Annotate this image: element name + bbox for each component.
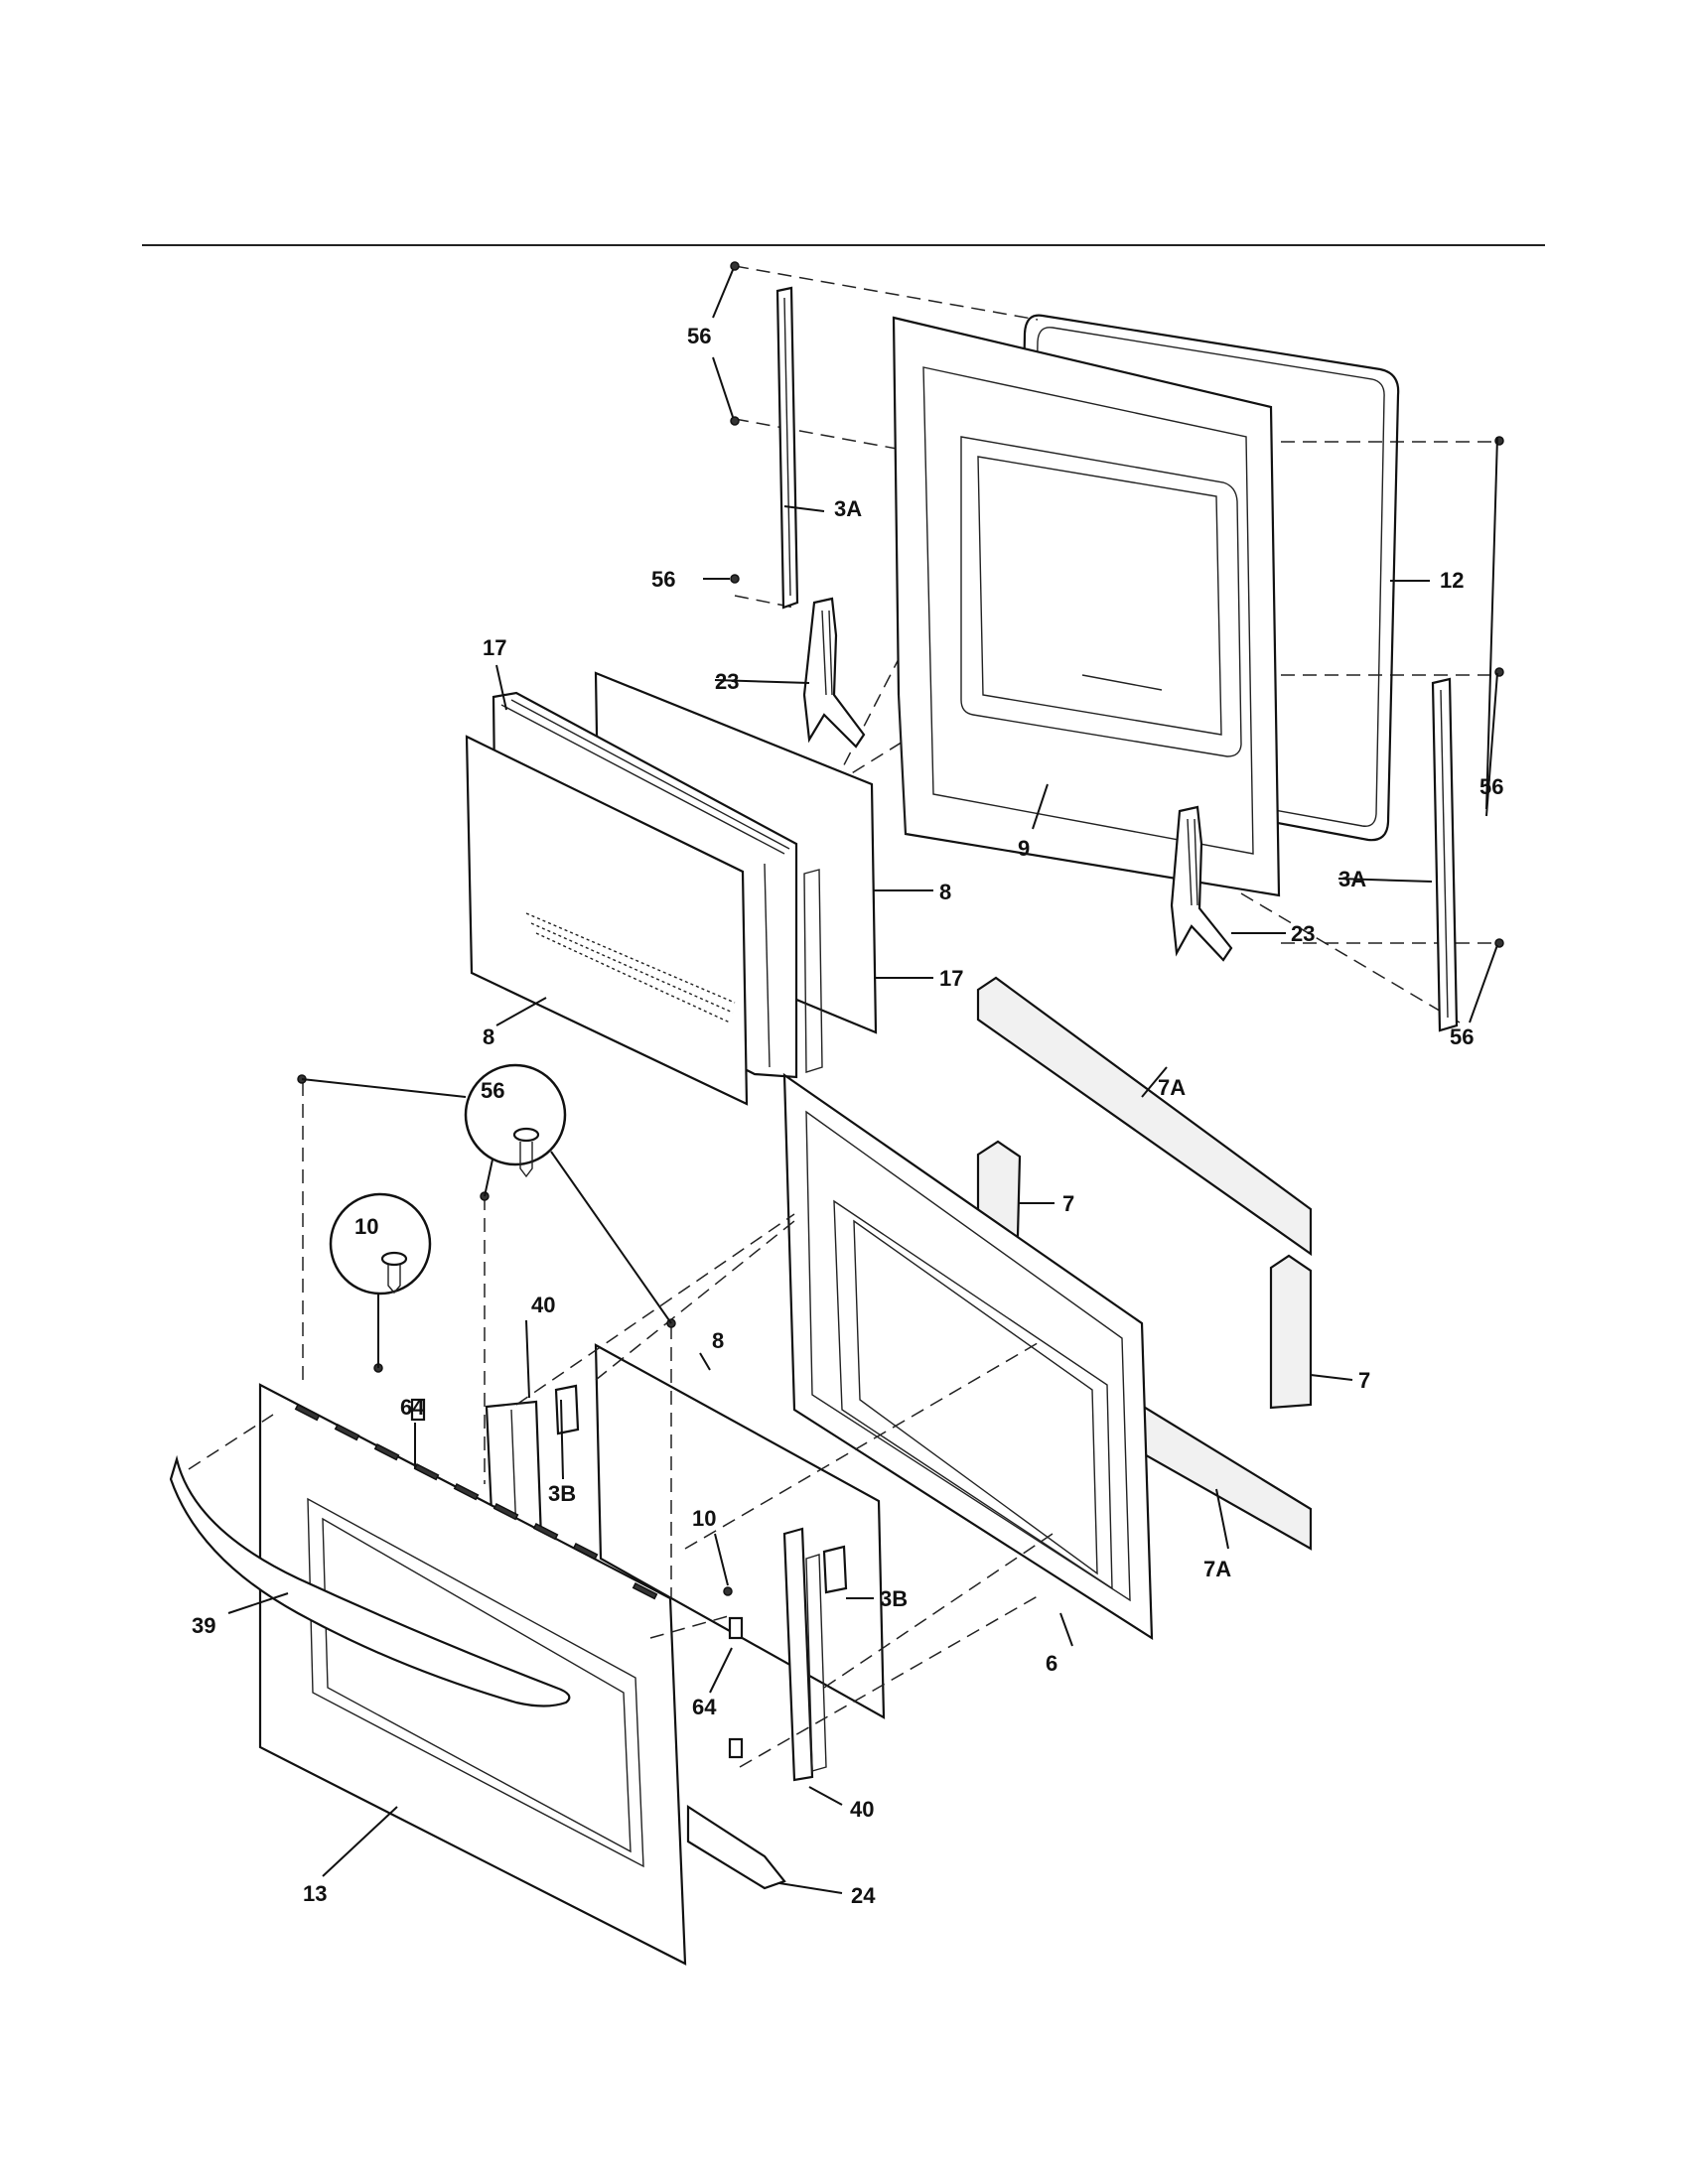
leader-lines [227, 269, 1498, 1894]
callout-12: 12 [1440, 568, 1464, 593]
insulation-7a-top [976, 976, 1313, 1257]
callout-7: 7 [1062, 1191, 1074, 1216]
callout-9: 9 [1018, 836, 1030, 861]
spacer-64-bottom [728, 1616, 744, 1759]
callout-7: 7 [1358, 1368, 1370, 1393]
spacer-64-top [410, 1398, 426, 1422]
callout-13: 13 [303, 1881, 327, 1906]
callout-23: 23 [715, 669, 739, 694]
clip-3b-left [554, 1384, 580, 1435]
clip-3b-right [822, 1545, 848, 1594]
hinge-receptacle-24 [686, 1804, 786, 1890]
callout-3b: 3B [548, 1481, 576, 1506]
callout-40: 40 [531, 1293, 555, 1317]
callout-3a: 3A [1338, 867, 1366, 891]
glass-panel-8-front [465, 735, 749, 1106]
vent-slots [294, 1403, 658, 1600]
callout-17: 17 [483, 635, 506, 660]
callout-7a: 7A [1158, 1075, 1186, 1100]
alignment-lines-lower [188, 1082, 1054, 1768]
callout-56: 56 [481, 1078, 504, 1103]
insulation-7-vertical-right [1269, 1254, 1313, 1410]
callout-8: 8 [939, 880, 951, 904]
callout-8: 8 [712, 1328, 724, 1353]
callout-6: 6 [1046, 1651, 1057, 1676]
hinge-strip-3a-right [1431, 677, 1459, 1032]
callout-17: 17 [939, 966, 963, 991]
detail-circle-56 [301, 1063, 672, 1324]
hinge-strip-3a-left [775, 286, 799, 610]
gasket-frame-12 [1015, 314, 1400, 842]
callout-8: 8 [483, 1024, 494, 1049]
callout-56: 56 [687, 324, 711, 348]
door-hinge-23-right [1170, 805, 1233, 962]
inner-door-panel-9 [892, 316, 1281, 897]
callout-56: 56 [651, 567, 675, 592]
callout-56: 56 [1479, 774, 1503, 799]
door-handle-39 [169, 1454, 571, 1707]
callout-labels: 56 3A 56 12 17 23 9 8 17 3A 56 23 8 56 7… [192, 324, 1503, 1908]
inner-door-6 [782, 1072, 1154, 1641]
callout-3b: 3B [880, 1586, 908, 1611]
callout-23: 23 [1291, 921, 1315, 946]
callout-24: 24 [851, 1883, 876, 1908]
callout-10: 10 [692, 1506, 716, 1531]
glass-panel-8-lower [594, 1343, 886, 1719]
callout-39: 39 [192, 1613, 215, 1638]
callout-10: 10 [354, 1214, 378, 1239]
callout-64: 64 [400, 1395, 425, 1420]
detail-circle-10 [329, 1192, 432, 1368]
callout-64: 64 [692, 1695, 717, 1719]
callout-7a: 7A [1203, 1557, 1231, 1581]
door-hinge-23-left [802, 597, 866, 749]
callout-3a: 3A [834, 496, 862, 521]
callout-56: 56 [1450, 1024, 1474, 1049]
callout-40: 40 [850, 1797, 874, 1822]
bracket-40-right [782, 1527, 827, 1782]
